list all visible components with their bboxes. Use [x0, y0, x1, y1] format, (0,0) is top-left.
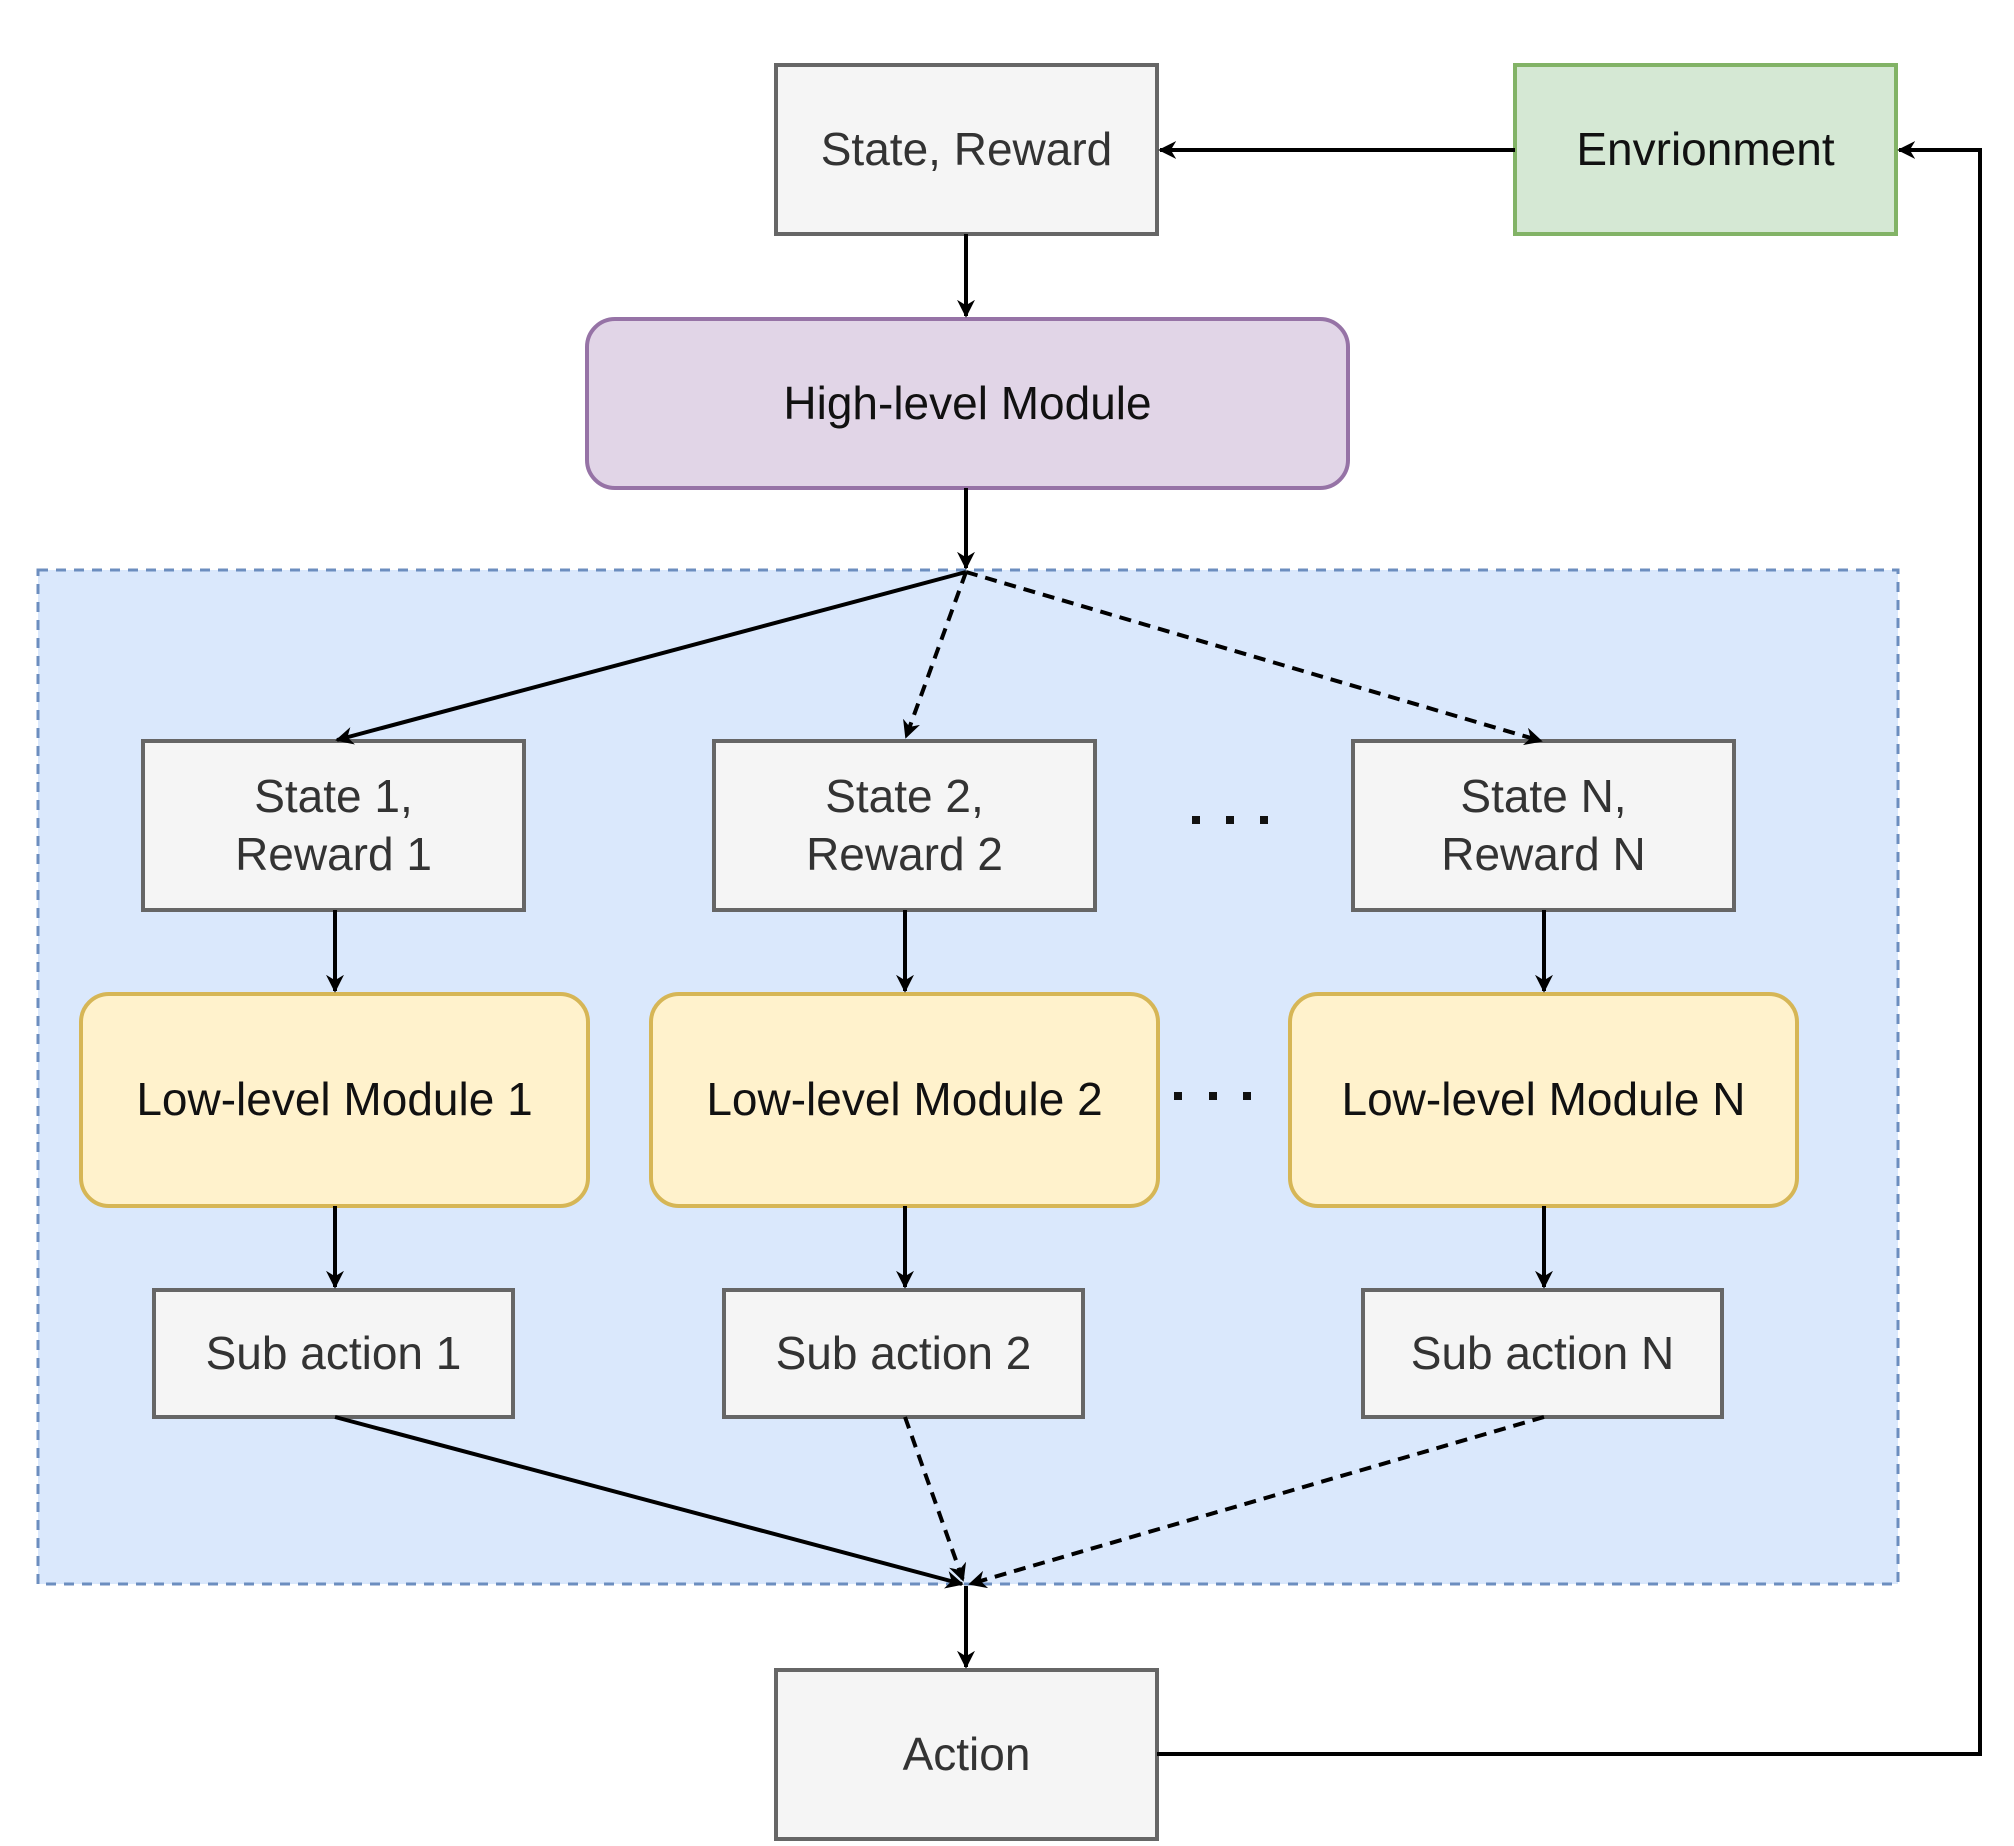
arrow-split-to-state1 [335, 570, 967, 745]
sub-action1-box [152, 1288, 515, 1419]
sub-action2-box [722, 1288, 1085, 1419]
high-level-module-label: High-level Module [783, 376, 1152, 429]
sub-action1-label: Sub action 1 [205, 1326, 462, 1379]
state2-line2: Reward 2 [806, 827, 1003, 880]
state2-box [712, 739, 1097, 912]
state2-line1: State 2, [825, 770, 984, 822]
action-label: Action [902, 1727, 1031, 1780]
stateN-line1: State N, [1460, 770, 1627, 822]
arrow-action-to-env [1157, 141, 1982, 1756]
ellipsis-dots-row2 [1174, 1092, 1251, 1100]
sub-action2-label: Sub action 2 [775, 1326, 1032, 1379]
environment-label: Envrionment [1576, 122, 1835, 175]
action-box [774, 1668, 1159, 1841]
arrow-split-to-state2 [903, 571, 968, 739]
low-level-module1-label: Low-level Module 1 [136, 1073, 533, 1126]
state-reward-box [774, 63, 1159, 236]
stateN-label: State N, Reward N [1353, 741, 1734, 910]
state1-box [141, 739, 526, 912]
arrow-sub1-to-merge [334, 1415, 964, 1589]
stateN-box [1351, 739, 1736, 912]
arrow-sub2-to-merge [903, 1416, 967, 1582]
stateN-line2: Reward N [1441, 827, 1646, 880]
state1-line1: State 1, [254, 770, 413, 822]
environment-box [1513, 63, 1898, 236]
state1-label: State 1, Reward 1 [143, 741, 524, 910]
state1-line2: Reward 1 [235, 827, 432, 880]
ellipsis-dots-row1 [1192, 816, 1268, 824]
sub-actionN-label: Sub action N [1410, 1326, 1675, 1379]
state2-label: State 2, Reward 2 [714, 741, 1095, 910]
low-level-moduleN-label: Low-level Module N [1341, 1073, 1746, 1126]
low-level-module2-label: Low-level Module 2 [706, 1073, 1103, 1126]
state-reward-label: State, Reward [820, 122, 1113, 175]
